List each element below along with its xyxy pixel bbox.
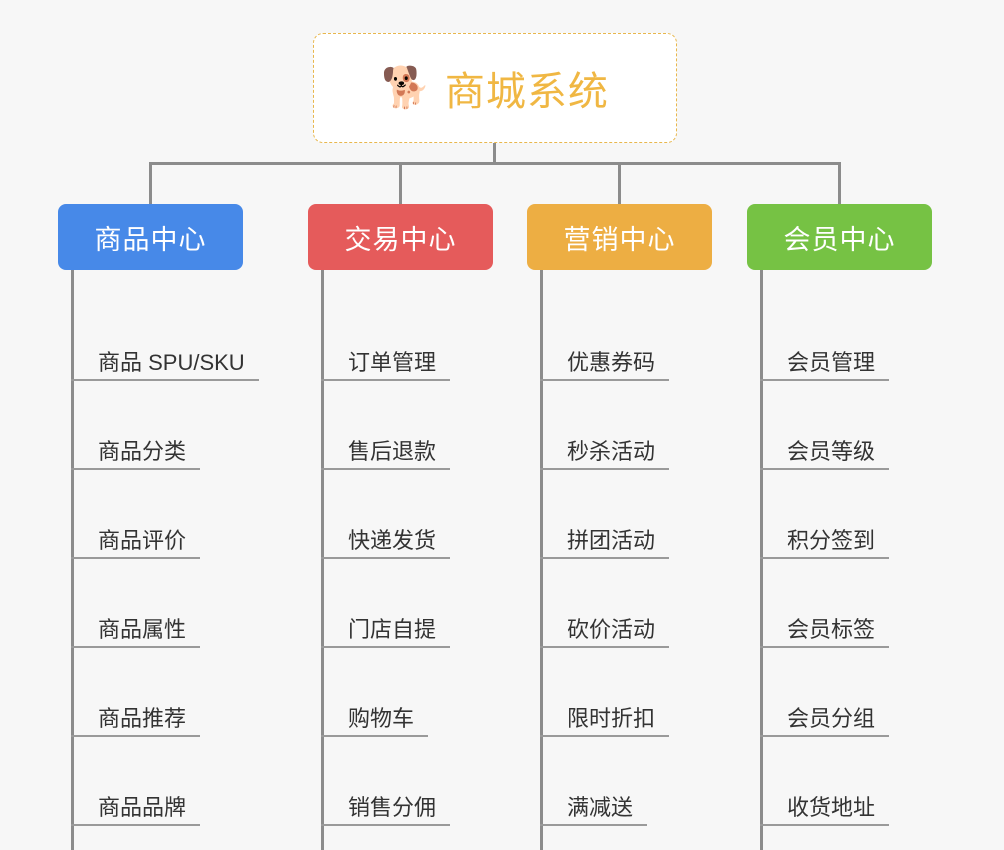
branch-column-product: 商品中心 商品 SPU/SKU 商品分类 商品评价 商品属性 商品推荐 商品品牌: [58, 204, 308, 850]
leaf-item[interactable]: 售后退款: [308, 381, 528, 470]
leaf-item[interactable]: 购物车: [308, 648, 528, 737]
leaf-item-label: 秒杀活动: [540, 439, 670, 470]
leaf-item[interactable]: 门店自提: [308, 559, 528, 648]
leaf-item[interactable]: 商品品牌: [58, 737, 308, 826]
leaf-item[interactable]: 订单管理: [308, 292, 528, 381]
branch-column-marketing: 营销中心 优惠券码 秒杀活动 拼团活动 砍价活动 限时折扣 满减送: [527, 204, 747, 850]
leaf-item-label: 会员管理: [760, 350, 890, 381]
shiba-dog-icon: 🐕: [381, 66, 431, 110]
branch-header-label: 商品中心: [94, 224, 207, 255]
leaf-spine: [321, 270, 324, 850]
leaf-item-label: 积分签到: [760, 528, 890, 559]
branch-header-product[interactable]: 商品中心: [58, 204, 243, 270]
leaf-item-label: 商品推荐: [71, 706, 201, 737]
leaf-item[interactable]: 满减送: [527, 737, 747, 826]
leaf-item-label: 砍价活动: [540, 617, 670, 648]
leaf-item-label: 售后退款: [321, 439, 451, 470]
leaf-item[interactable]: 拼团活动: [527, 470, 747, 559]
leaf-item[interactable]: 商品分类: [58, 381, 308, 470]
leaf-item[interactable]: 收货地址: [747, 737, 967, 826]
leaf-spine: [760, 270, 763, 850]
leaf-item-label: 商品品牌: [71, 795, 201, 826]
leaf-item[interactable]: 销售分佣: [308, 737, 528, 826]
horizontal-bus-connector: [149, 162, 841, 165]
branch-drop-connector-1: [149, 162, 152, 206]
leaf-item-label: 销售分佣: [321, 795, 451, 826]
branch-drop-connector-4: [838, 162, 841, 206]
leaf-item-label: 会员分组: [760, 706, 890, 737]
branch-column-trade: 交易中心 订单管理 售后退款 快递发货 门店自提 购物车 销售分佣: [308, 204, 528, 850]
leaf-item[interactable]: 快递发货: [308, 470, 528, 559]
leaf-item-label: 购物车: [321, 706, 429, 737]
branch-header-label: 交易中心: [344, 224, 457, 255]
leaf-item-label: 拼团活动: [540, 528, 670, 559]
leaf-item-label: 商品 SPU/SKU: [71, 350, 259, 381]
leaf-item[interactable]: 会员等级: [747, 381, 967, 470]
leaf-item[interactable]: 积分签到: [747, 470, 967, 559]
leaf-item[interactable]: 限时折扣: [527, 648, 747, 737]
leaf-item-label: 满减送: [540, 795, 648, 826]
leaf-list-trade: 订单管理 售后退款 快递发货 门店自提 购物车 销售分佣: [308, 270, 528, 850]
leaf-item-label: 门店自提: [321, 617, 451, 648]
leaf-item[interactable]: 砍价活动: [527, 559, 747, 648]
leaf-item-label: 商品评价: [71, 528, 201, 559]
root-stem-connector: [493, 143, 496, 164]
leaf-item[interactable]: 商品推荐: [58, 648, 308, 737]
leaf-spine: [71, 270, 74, 850]
leaf-item[interactable]: 会员管理: [747, 292, 967, 381]
root-node[interactable]: 🐕 商城系统: [313, 33, 677, 143]
root-node-title: 商城系统: [444, 70, 609, 114]
leaf-item[interactable]: 会员分组: [747, 648, 967, 737]
leaf-item-label: 优惠券码: [540, 350, 670, 381]
leaf-item-label: 限时折扣: [540, 706, 670, 737]
leaf-list-marketing: 优惠券码 秒杀活动 拼团活动 砍价活动 限时折扣 满减送: [527, 270, 747, 850]
branch-header-member[interactable]: 会员中心: [747, 204, 932, 270]
branch-column-member: 会员中心 会员管理 会员等级 积分签到 会员标签 会员分组 收货地址: [747, 204, 967, 850]
branch-drop-connector-3: [618, 162, 621, 206]
leaf-item-label: 商品属性: [71, 617, 201, 648]
leaf-item[interactable]: 会员标签: [747, 559, 967, 648]
leaf-item[interactable]: 商品评价: [58, 470, 308, 559]
leaf-item-label: 会员等级: [760, 439, 890, 470]
leaf-item-label: 快递发货: [321, 528, 451, 559]
branch-header-label: 营销中心: [563, 224, 676, 255]
branch-header-label: 会员中心: [783, 224, 896, 255]
leaf-list-product: 商品 SPU/SKU 商品分类 商品评价 商品属性 商品推荐 商品品牌: [58, 270, 308, 850]
leaf-item-label: 会员标签: [760, 617, 890, 648]
leaf-spine: [540, 270, 543, 850]
leaf-item-label: 商品分类: [71, 439, 201, 470]
leaf-item[interactable]: 商品属性: [58, 559, 308, 648]
leaf-item[interactable]: 优惠券码: [527, 292, 747, 381]
branch-header-trade[interactable]: 交易中心: [308, 204, 493, 270]
leaf-item[interactable]: 秒杀活动: [527, 381, 747, 470]
leaf-list-member: 会员管理 会员等级 积分签到 会员标签 会员分组 收货地址: [747, 270, 967, 850]
leaf-item[interactable]: 商品 SPU/SKU: [58, 292, 308, 381]
branch-header-marketing[interactable]: 营销中心: [527, 204, 712, 270]
leaf-item-label: 订单管理: [321, 350, 451, 381]
branch-drop-connector-2: [399, 162, 402, 206]
leaf-item-label: 收货地址: [760, 795, 890, 826]
